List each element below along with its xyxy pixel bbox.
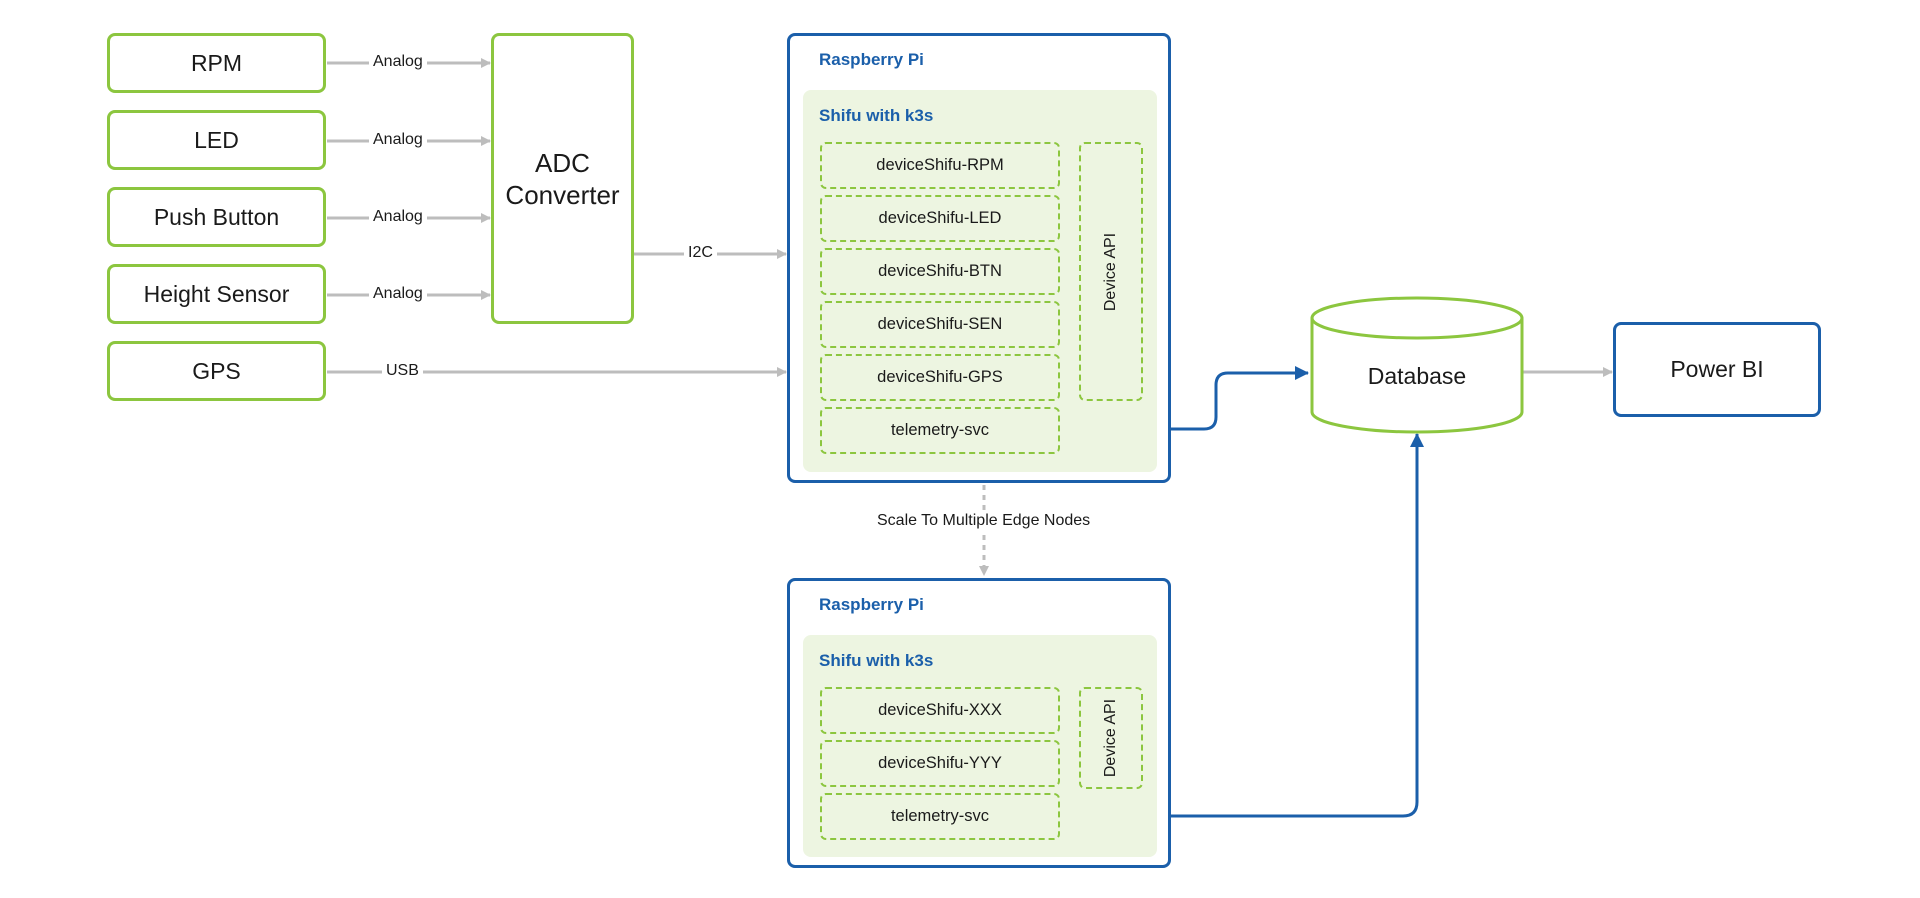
pi2-shifu-title: Shifu with k3s bbox=[819, 651, 934, 670]
button-link-label: Analog bbox=[369, 208, 427, 226]
pi1-svc-btn-label: deviceShifu-BTN bbox=[878, 262, 1002, 280]
push-button-label: Push Button bbox=[153, 203, 280, 230]
pi1-svc-led: deviceShifu-LED bbox=[820, 195, 1060, 242]
database-label-wrap: Database bbox=[1312, 340, 1522, 412]
push-button-sensor-box: Push Button bbox=[107, 187, 326, 247]
gps-link-label: USB bbox=[382, 362, 423, 380]
pi2-svc-xxx-label: deviceShifu-XXX bbox=[878, 701, 1002, 719]
pi1-shifu-title: Shifu with k3s bbox=[819, 106, 934, 125]
led-label: LED bbox=[194, 126, 239, 153]
raspberry-pi-node-1: Raspberry Pi Shifu with k3s deviceShifu-… bbox=[787, 33, 1171, 483]
adc-line2: Converter bbox=[505, 179, 620, 210]
height-link-label: Analog bbox=[369, 285, 427, 303]
pi1-svc-gps: deviceShifu-GPS bbox=[820, 354, 1060, 401]
pi2-shifu-panel: Shifu with k3s deviceShifu-XXX deviceShi… bbox=[803, 635, 1157, 857]
pi1-svc-rpm: deviceShifu-RPM bbox=[820, 142, 1060, 189]
led-sensor-box: LED bbox=[107, 110, 326, 170]
height-sensor-box: Height Sensor bbox=[107, 264, 326, 324]
pi2-svc-yyy-label: deviceShifu-YYY bbox=[878, 754, 1002, 772]
pi1-telemetry-label: telemetry-svc bbox=[890, 421, 990, 439]
rpm-link-label: Analog bbox=[369, 53, 427, 71]
pi2-svc-xxx: deviceShifu-XXX bbox=[820, 687, 1060, 734]
power-bi-box: Power BI bbox=[1613, 322, 1821, 417]
pi1-svc-sen: deviceShifu-SEN bbox=[820, 301, 1060, 348]
pi1-svc-led-label: deviceShifu-LED bbox=[878, 209, 1002, 227]
rpm-sensor-box: RPM bbox=[107, 33, 326, 93]
pi2-telemetry-svc: telemetry-svc bbox=[820, 793, 1060, 840]
database-label: Database bbox=[1367, 362, 1467, 389]
adc-line1: ADC bbox=[535, 147, 590, 178]
database-cylinder bbox=[1310, 296, 1524, 434]
scale-label: Scale To Multiple Edge Nodes bbox=[877, 512, 1091, 530]
pi1-svc-btn: deviceShifu-BTN bbox=[820, 248, 1060, 295]
raspberry-pi-node-2: Raspberry Pi Shifu with k3s deviceShifu-… bbox=[787, 578, 1171, 868]
pi1-device-api: Device API bbox=[1079, 142, 1143, 401]
pi1-svc-sen-label: deviceShifu-SEN bbox=[877, 315, 1003, 333]
gps-sensor-box: GPS bbox=[107, 341, 326, 401]
pi1-device-api-label: Device API bbox=[1102, 232, 1120, 311]
pi1-shifu-panel: Shifu with k3s deviceShifu-RPM deviceShi… bbox=[803, 90, 1157, 472]
height-sensor-label: Height Sensor bbox=[143, 280, 290, 307]
adc-converter-box: ADC Converter bbox=[491, 33, 634, 324]
pi1-title: Raspberry Pi bbox=[819, 50, 924, 69]
gps-label: GPS bbox=[192, 357, 241, 384]
pi2-svc-yyy: deviceShifu-YYY bbox=[820, 740, 1060, 787]
telemetry2-to-db-connector bbox=[1059, 433, 1424, 818]
power-bi-label: Power BI bbox=[1670, 356, 1764, 382]
i2c-link-label: I2C bbox=[684, 244, 717, 262]
pi1-svc-gps-label: deviceShifu-GPS bbox=[877, 368, 1003, 386]
pi1-telemetry-svc: telemetry-svc bbox=[820, 407, 1060, 454]
pi2-title: Raspberry Pi bbox=[819, 595, 924, 614]
pi2-device-api-label: Device API bbox=[1102, 698, 1120, 778]
pi1-svc-rpm-label: deviceShifu-RPM bbox=[876, 156, 1004, 174]
led-link-label: Analog bbox=[369, 131, 427, 149]
rpm-label: RPM bbox=[190, 49, 243, 76]
telemetry1-to-db-connector bbox=[1059, 366, 1309, 431]
pi2-device-api: Device API bbox=[1079, 687, 1143, 789]
pi2-telemetry-label: telemetry-svc bbox=[890, 807, 990, 825]
